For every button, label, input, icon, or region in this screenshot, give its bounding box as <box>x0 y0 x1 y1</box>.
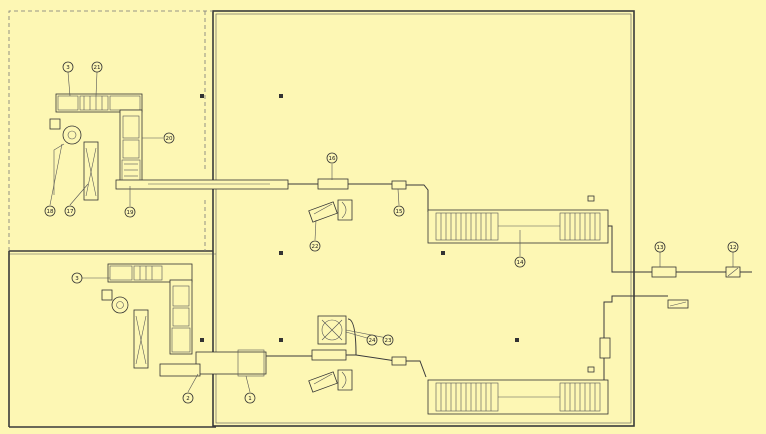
callout-13: 13 <box>654 241 666 253</box>
callout-23: 23 <box>382 334 394 346</box>
callout-label: 3 <box>66 65 70 71</box>
column-markers <box>200 94 519 342</box>
callout-label: 20 <box>166 136 173 142</box>
callout-label: 2 <box>186 396 190 402</box>
callout-24: 24 <box>366 334 378 346</box>
callout-label: 3 <box>75 276 79 282</box>
callout-bubbles: 3 21 20 16 15 18 17 19 22 14 13 12 3 2 1… <box>44 61 739 404</box>
callout-21: 21 <box>91 61 103 73</box>
leader-lines <box>49 71 734 393</box>
callout-label: 12 <box>730 245 737 251</box>
callout-label: 14 <box>517 260 524 266</box>
callout-label: 22 <box>312 244 319 250</box>
callout-17: 17 <box>64 205 76 217</box>
callout-22: 22 <box>309 240 321 252</box>
callout-20: 20 <box>163 132 175 144</box>
callout-label: 17 <box>67 209 74 215</box>
callout-label: 1 <box>248 396 252 402</box>
upper-production-line <box>49 93 609 244</box>
callout-label: 24 <box>369 338 376 344</box>
callout-label: 21 <box>94 65 101 71</box>
callout-3-lower: 3 <box>71 272 83 284</box>
callout-label: 15 <box>396 209 403 215</box>
callout-16: 16 <box>326 152 338 164</box>
callout-19: 19 <box>124 206 136 218</box>
callout-15: 15 <box>393 205 405 217</box>
building-walls <box>8 10 635 428</box>
callout-label: 16 <box>329 156 336 162</box>
callout-1: 1 <box>244 392 256 404</box>
callout-label: 23 <box>385 338 392 344</box>
callout-14: 14 <box>514 256 526 268</box>
callout-3-upper: 3 <box>62 61 74 73</box>
callout-label: 18 <box>47 209 54 215</box>
callout-label: 19 <box>127 210 134 216</box>
output-conveyors <box>599 225 752 380</box>
callout-2: 2 <box>182 392 194 404</box>
lower-production-line <box>101 263 609 415</box>
callout-label: 13 <box>657 245 664 251</box>
callout-12: 12 <box>727 241 739 253</box>
callout-18: 18 <box>44 205 56 217</box>
